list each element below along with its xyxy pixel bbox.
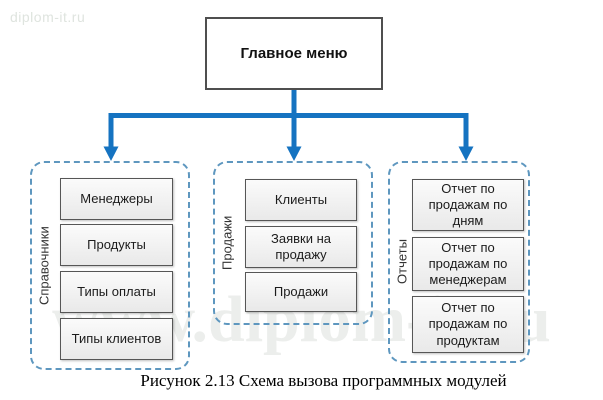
figure-caption: Рисунок 2.13 Схема вызова программных мо… [140, 371, 507, 390]
watermark-corner: diplom-it.ru [10, 9, 86, 25]
group-spravochniki: Справочники Менеджеры Продукты Типы опла… [30, 161, 190, 370]
module-node-klienty: Клиенты [245, 179, 357, 221]
group-otchety-label: Отчеты [394, 239, 410, 285]
module-node-managery: Менеджеры [60, 178, 173, 220]
arrowhead-right [458, 146, 474, 161]
group-spravochniki-label: Справочники [36, 226, 52, 305]
group-prodazhi-label: Продажи [219, 215, 235, 271]
arrowhead-center [286, 146, 302, 161]
arrowhead-left [103, 146, 119, 161]
main-menu-node: Главное меню [205, 17, 383, 90]
main-menu-label: Главное меню [240, 45, 348, 62]
group-prodazhi: Продажи Клиенты Заявки на продажу Продаж… [213, 161, 373, 325]
module-node-otchet-dnyam: Отчет по продажам по дням [412, 179, 524, 231]
connector-lines [108, 90, 469, 148]
module-node-otchet-produktam: Отчет по продажам по продуктам [412, 296, 524, 353]
module-node-tipy-klientov: Типы клиентов [60, 318, 173, 360]
group-otchety: Отчеты Отчет по продажам по дням Отчет п… [388, 161, 530, 363]
module-node-tipy-oplaty: Типы оплаты [60, 271, 173, 313]
module-node-produkty: Продукты [60, 224, 173, 266]
module-node-zayavki: Заявки на продажу [245, 226, 357, 268]
module-node-prodazhi: Продажи [245, 272, 357, 312]
module-node-otchet-menedzheram: Отчет по продажам по менеджерам [412, 237, 524, 291]
